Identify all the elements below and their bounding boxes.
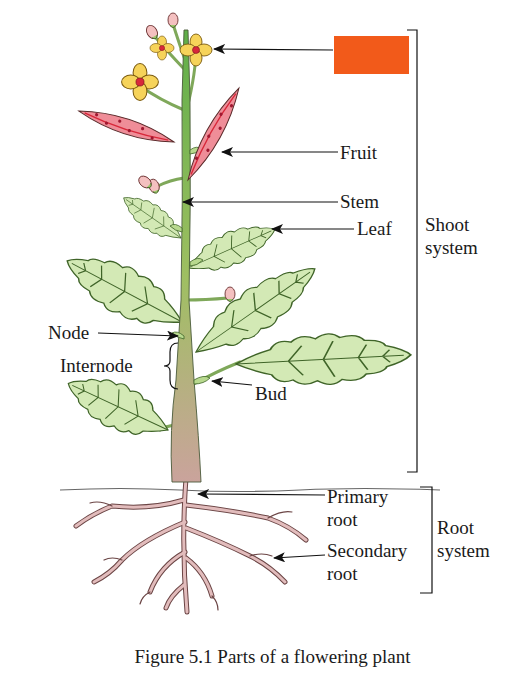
flower-bud — [168, 13, 178, 28]
root-hair — [250, 554, 272, 556]
part-label: Stem — [340, 190, 379, 213]
flower-bud — [136, 174, 154, 191]
flower-bud — [225, 287, 235, 302]
hidden-label-box — [334, 36, 409, 74]
secondary-root — [150, 552, 185, 592]
axillary-bud — [194, 376, 210, 384]
flowers — [122, 13, 235, 302]
secondary-root — [76, 500, 184, 526]
part-label: Root system — [437, 516, 517, 562]
leaf — [181, 214, 281, 283]
secondary-root — [166, 585, 184, 608]
leaf — [184, 251, 328, 370]
root-system-drawing — [76, 478, 306, 612]
leader-line — [222, 151, 338, 152]
root-system-bracket — [420, 487, 432, 593]
primary-root — [184, 478, 187, 612]
leader-line — [272, 228, 354, 229]
flower — [122, 64, 159, 101]
leader-line — [198, 494, 325, 495]
fruit-pod — [181, 85, 245, 184]
primary-root — [184, 478, 187, 612]
fruit-pod — [77, 104, 177, 149]
branch — [158, 178, 184, 186]
buds — [170, 147, 210, 384]
secondary-root — [186, 558, 212, 596]
internode-brace — [164, 343, 178, 389]
root-hair — [140, 592, 150, 604]
root-hair — [90, 502, 112, 506]
part-label: Primary root — [327, 485, 417, 531]
part-label: Fruit — [340, 141, 377, 164]
leader-line — [214, 49, 333, 50]
secondary-root — [94, 522, 185, 582]
brackets — [164, 30, 432, 593]
leader-line — [274, 555, 325, 558]
root-hair — [268, 512, 292, 518]
part-label: Node — [48, 321, 89, 344]
part-label: Leaf — [357, 217, 392, 240]
leaf — [59, 363, 178, 451]
flower-bud — [144, 23, 160, 41]
node-bud — [190, 258, 203, 266]
secondary-root — [186, 558, 212, 596]
leader-line — [212, 381, 252, 385]
secondary-root — [166, 585, 184, 608]
root-hair — [212, 596, 218, 610]
leaves — [56, 187, 412, 451]
root-hair — [104, 558, 122, 560]
leader-line — [98, 333, 178, 336]
flower — [150, 36, 174, 60]
part-label: Bud — [255, 382, 287, 405]
branch — [186, 298, 228, 300]
leaf — [235, 330, 412, 389]
main-stem — [171, 30, 201, 482]
secondary-root — [76, 500, 184, 526]
figure-caption: Figure 5.1 Parts of a flowering plant — [12, 645, 521, 668]
part-label: Internode — [60, 354, 133, 377]
leaf — [116, 187, 188, 249]
node-bud — [170, 224, 182, 232]
fruits — [77, 85, 246, 184]
part-label: Secondary root — [327, 539, 437, 585]
secondary-root — [94, 522, 185, 582]
leader-lines — [98, 49, 354, 558]
leader-line — [183, 201, 338, 202]
shoot-system-bracket — [407, 30, 417, 472]
flower — [180, 34, 212, 66]
part-label: Shoot system — [425, 213, 505, 259]
